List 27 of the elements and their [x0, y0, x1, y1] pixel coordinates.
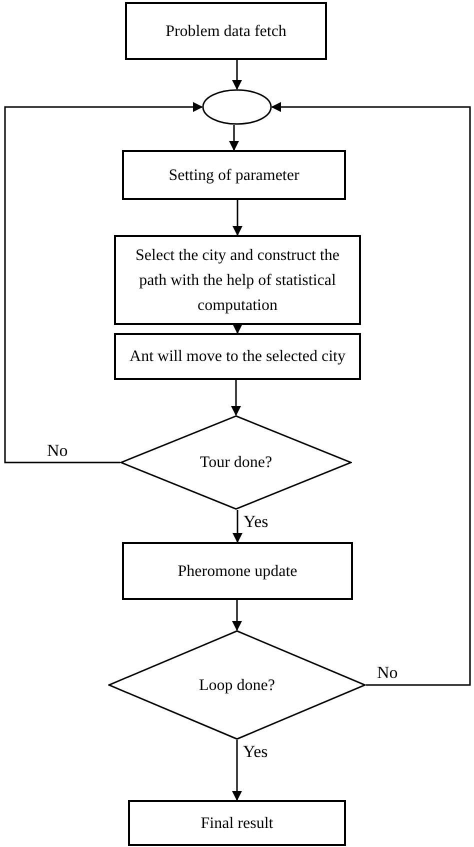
- arrow: [232, 60, 242, 90]
- arrow: [271, 102, 471, 686]
- arrow: [4, 102, 203, 464]
- decision-diamond: [120, 415, 352, 510]
- process-box: [122, 542, 353, 600]
- arrow: [232, 600, 242, 631]
- node-text: Select the city and construct the path with the help of statistical computation: [134, 246, 340, 316]
- process-box: [128, 800, 346, 846]
- arrow: [229, 125, 239, 151]
- arrow: [232, 510, 242, 543]
- node-text: Problem data fetch: [166, 22, 286, 42]
- process-box: [122, 150, 346, 200]
- node-text: Pheromone update: [178, 562, 298, 582]
- process-box: [125, 2, 327, 60]
- decision-diamond: [108, 630, 366, 740]
- arrow: [232, 324, 242, 334]
- node-text: Setting of parameter: [168, 166, 300, 186]
- node-text: Final result: [200, 814, 274, 834]
- arrow: [232, 200, 242, 236]
- node-text: Ant will move to the selected city: [130, 347, 346, 367]
- junction-ellipse: [202, 89, 272, 125]
- arrow: [231, 380, 241, 416]
- node-text: Tour done?: [200, 453, 272, 473]
- process-box: [114, 333, 361, 380]
- process-box: [114, 235, 361, 325]
- node-text: Loop done?: [199, 676, 275, 696]
- arrow: [232, 740, 242, 801]
